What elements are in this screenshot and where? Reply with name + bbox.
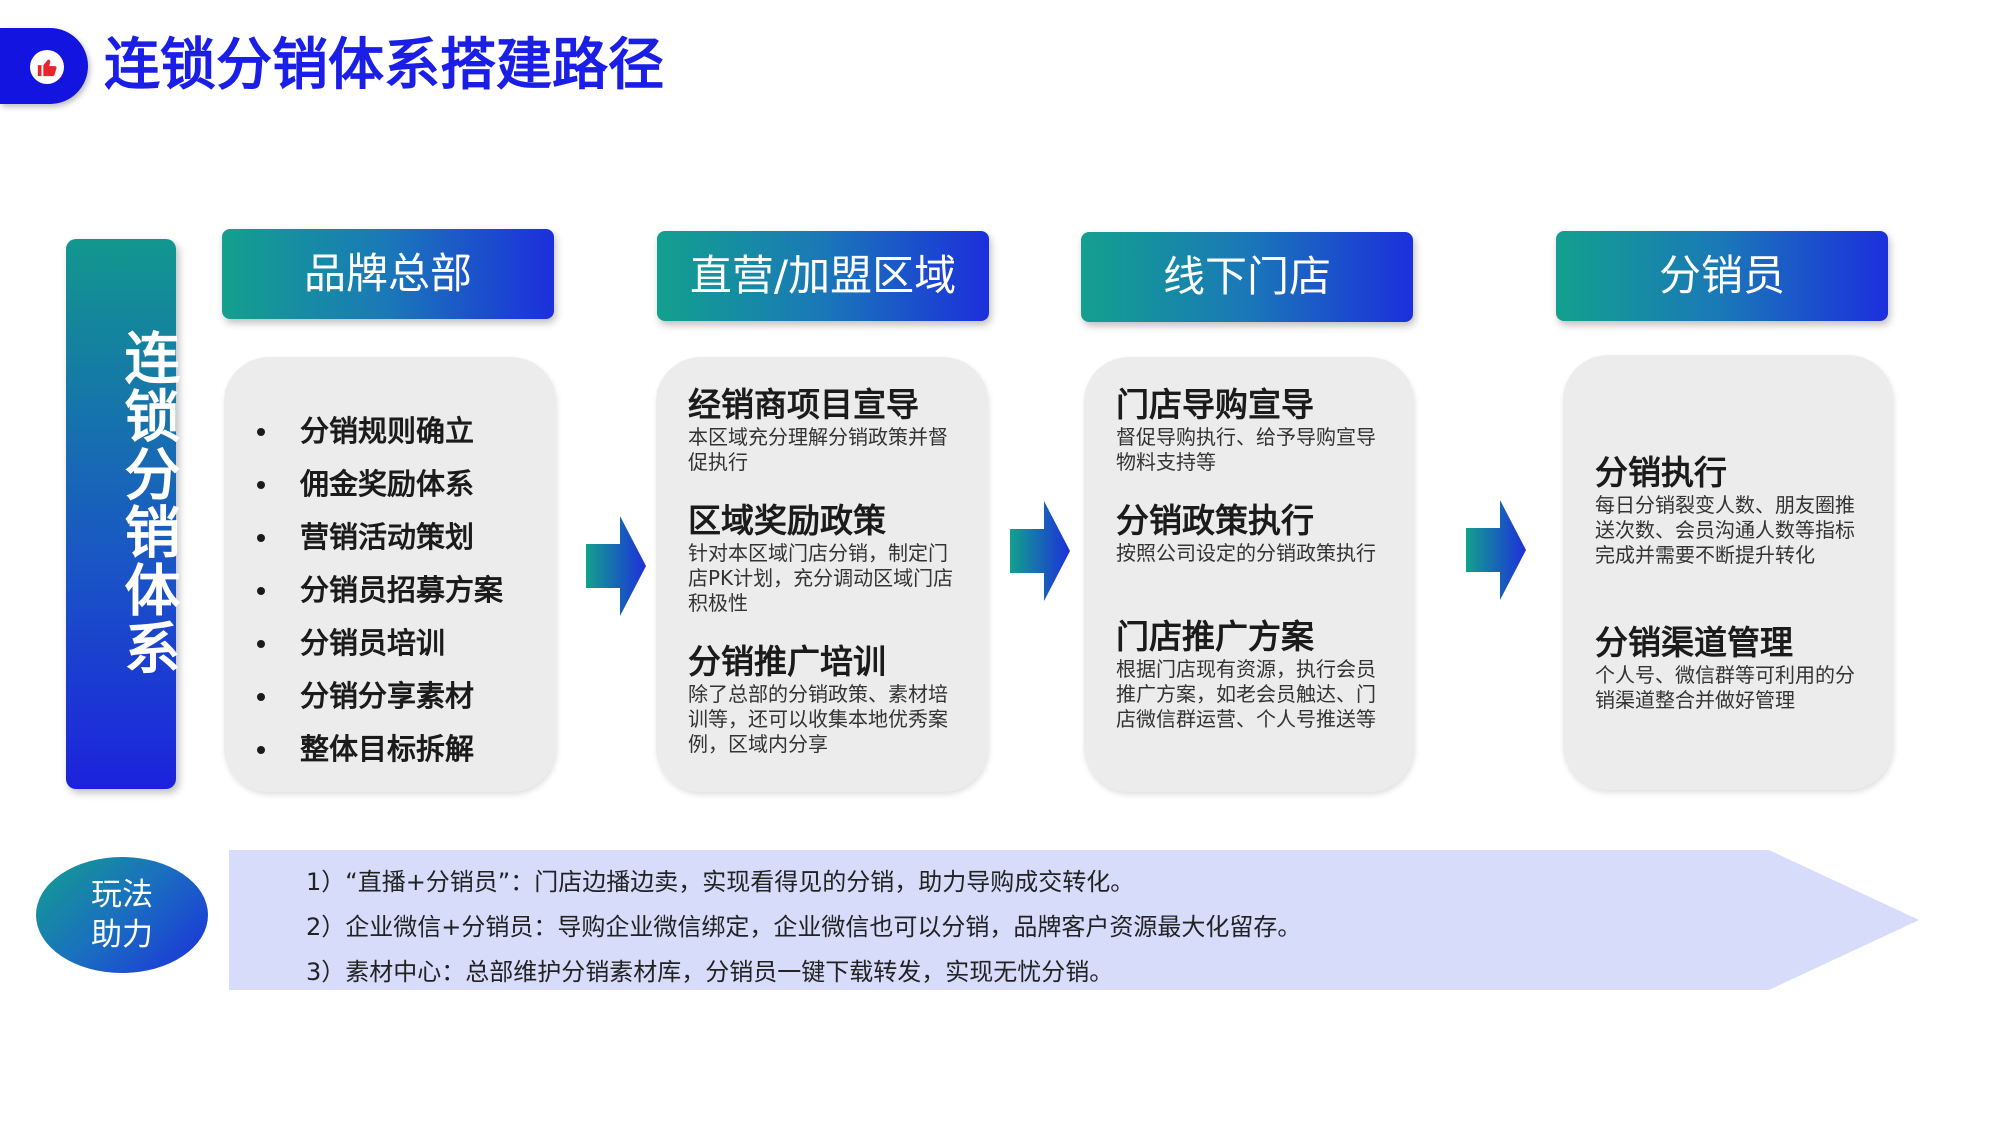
- badge-line-2: 助力: [91, 917, 153, 953]
- section-title: 经销商项目宣导: [688, 385, 919, 424]
- arrow-right-icon: [1466, 500, 1526, 600]
- section-title: 门店推广方案: [1116, 617, 1314, 656]
- column-header-hq: 品牌总部: [222, 229, 554, 319]
- store-section-1: 门店导购宣导 督促导购执行、给予导购宣导物料支持等: [1116, 385, 1386, 475]
- card-store: 门店导购宣导 督促导购执行、给予导购宣导物料支持等 分销政策执行 按照公司设定的…: [1084, 357, 1414, 792]
- section-desc: 个人号、微信群等可利用的分销渠道整合并做好管理: [1595, 663, 1855, 712]
- section-title: 分销渠道管理: [1595, 623, 1793, 662]
- system-side-label-bar: 连锁分销体系: [66, 239, 180, 789]
- section-title: 分销政策执行: [1116, 501, 1314, 540]
- section-desc: 根据门店现有资源，执行会员推广方案，如老会员触达、门店微信群运营、个人号推送等: [1116, 657, 1376, 731]
- list-item: 分销员培训: [224, 617, 503, 670]
- section-desc: 本区域充分理解分销政策并督促执行: [688, 425, 948, 474]
- bullet-dot-icon: [257, 481, 265, 489]
- column-header-region: 直营/加盟区域: [657, 231, 989, 321]
- section-desc: 除了总部的分销政策、素材培训等，还可以收集本地优秀案例，区域内分享: [688, 682, 948, 756]
- thumbs-up-icon: [30, 50, 64, 84]
- column-header-store: 线下门店: [1081, 232, 1413, 322]
- arrow-right-icon: [586, 516, 646, 616]
- gameplay-banner-text: 1）“直播+分销员”：门店边播边卖，实现看得见的分销，助力导购成交转化。 2）企…: [306, 860, 1301, 995]
- arrow-right-icon: [1010, 501, 1070, 601]
- region-section-2: 区域奖励政策 针对本区域门店分销，制定门店PK计划，充分调动区域门店积极性: [688, 501, 958, 616]
- bullet-dot-icon: [257, 534, 265, 542]
- section-title: 门店导购宣导: [1116, 385, 1314, 424]
- card-distributor: 分销执行 每日分销裂变人数、朋友圈推送次数、会员沟通人数等指标完成并需要不断提升…: [1563, 355, 1893, 790]
- banner-line-1: 1）“直播+分销员”：门店边播边卖，实现看得见的分销，助力导购成交转化。: [306, 868, 1135, 896]
- list-item: 分销员招募方案: [224, 564, 503, 617]
- section-title: 区域奖励政策: [688, 501, 886, 540]
- section-desc: 按照公司设定的分销政策执行: [1116, 541, 1376, 565]
- bullet-dot-icon: [257, 587, 265, 595]
- gameplay-support-badge: 玩法 助力: [36, 857, 208, 973]
- banner-line-3: 3）素材中心：总部维护分销素材库，分销员一键下载转发，实现无忧分销。: [306, 958, 1114, 986]
- region-section-1: 经销商项目宣导 本区域充分理解分销政策并督促执行: [688, 385, 958, 475]
- system-side-label: 连锁分销体系: [115, 329, 180, 677]
- bullet-dot-icon: [257, 693, 265, 701]
- store-section-3: 门店推广方案 根据门店现有资源，执行会员推广方案，如老会员触达、门店微信群运营、…: [1116, 617, 1386, 732]
- section-desc: 督促导购执行、给予导购宣导物料支持等: [1116, 425, 1376, 474]
- list-item: 分销规则确立: [224, 405, 503, 458]
- section-desc: 针对本区域门店分销，制定门店PK计划，充分调动区域门店积极性: [688, 541, 954, 615]
- list-item: 分销分享素材: [224, 670, 503, 723]
- card-hq: 分销规则确立 佣金奖励体系 营销活动策划 分销员招募方案 分销员培训 分销分享素…: [224, 357, 556, 792]
- card-region: 经销商项目宣导 本区域充分理解分销政策并督促执行 区域奖励政策 针对本区域门店分…: [656, 357, 988, 792]
- bullet-dot-icon: [257, 746, 265, 754]
- banner-line-2: 2）企业微信+分销员：导购企业微信绑定，企业微信也可以分销，品牌客户资源最大化留…: [306, 913, 1302, 941]
- bullet-dot-icon: [257, 428, 265, 436]
- list-item: 营销活动策划: [224, 511, 503, 564]
- list-item: 佣金奖励体系: [224, 458, 503, 511]
- section-desc: 每日分销裂变人数、朋友圈推送次数、会员沟通人数等指标完成并需要不断提升转化: [1595, 493, 1855, 567]
- section-title: 分销推广培训: [688, 642, 886, 681]
- region-section-3: 分销推广培训 除了总部的分销政策、素材培训等，还可以收集本地优秀案例，区域内分享: [688, 642, 958, 757]
- list-item: 整体目标拆解: [224, 723, 503, 776]
- bullet-dot-icon: [257, 640, 265, 648]
- column-header-distributor: 分销员: [1556, 231, 1888, 321]
- hq-bullet-list: 分销规则确立 佣金奖励体系 营销活动策划 分销员招募方案 分销员培训 分销分享素…: [224, 405, 503, 776]
- badge-line-1: 玩法: [91, 877, 153, 913]
- page-title: 连锁分销体系搭建路径: [104, 33, 664, 98]
- store-section-2: 分销政策执行 按照公司设定的分销政策执行: [1116, 501, 1386, 566]
- distributor-section-1: 分销执行 每日分销裂变人数、朋友圈推送次数、会员沟通人数等指标完成并需要不断提升…: [1595, 453, 1857, 568]
- gameplay-banner-arrow: [229, 850, 1919, 990]
- section-title: 分销执行: [1595, 453, 1727, 492]
- distributor-section-2: 分销渠道管理 个人号、微信群等可利用的分销渠道整合并做好管理: [1595, 623, 1857, 713]
